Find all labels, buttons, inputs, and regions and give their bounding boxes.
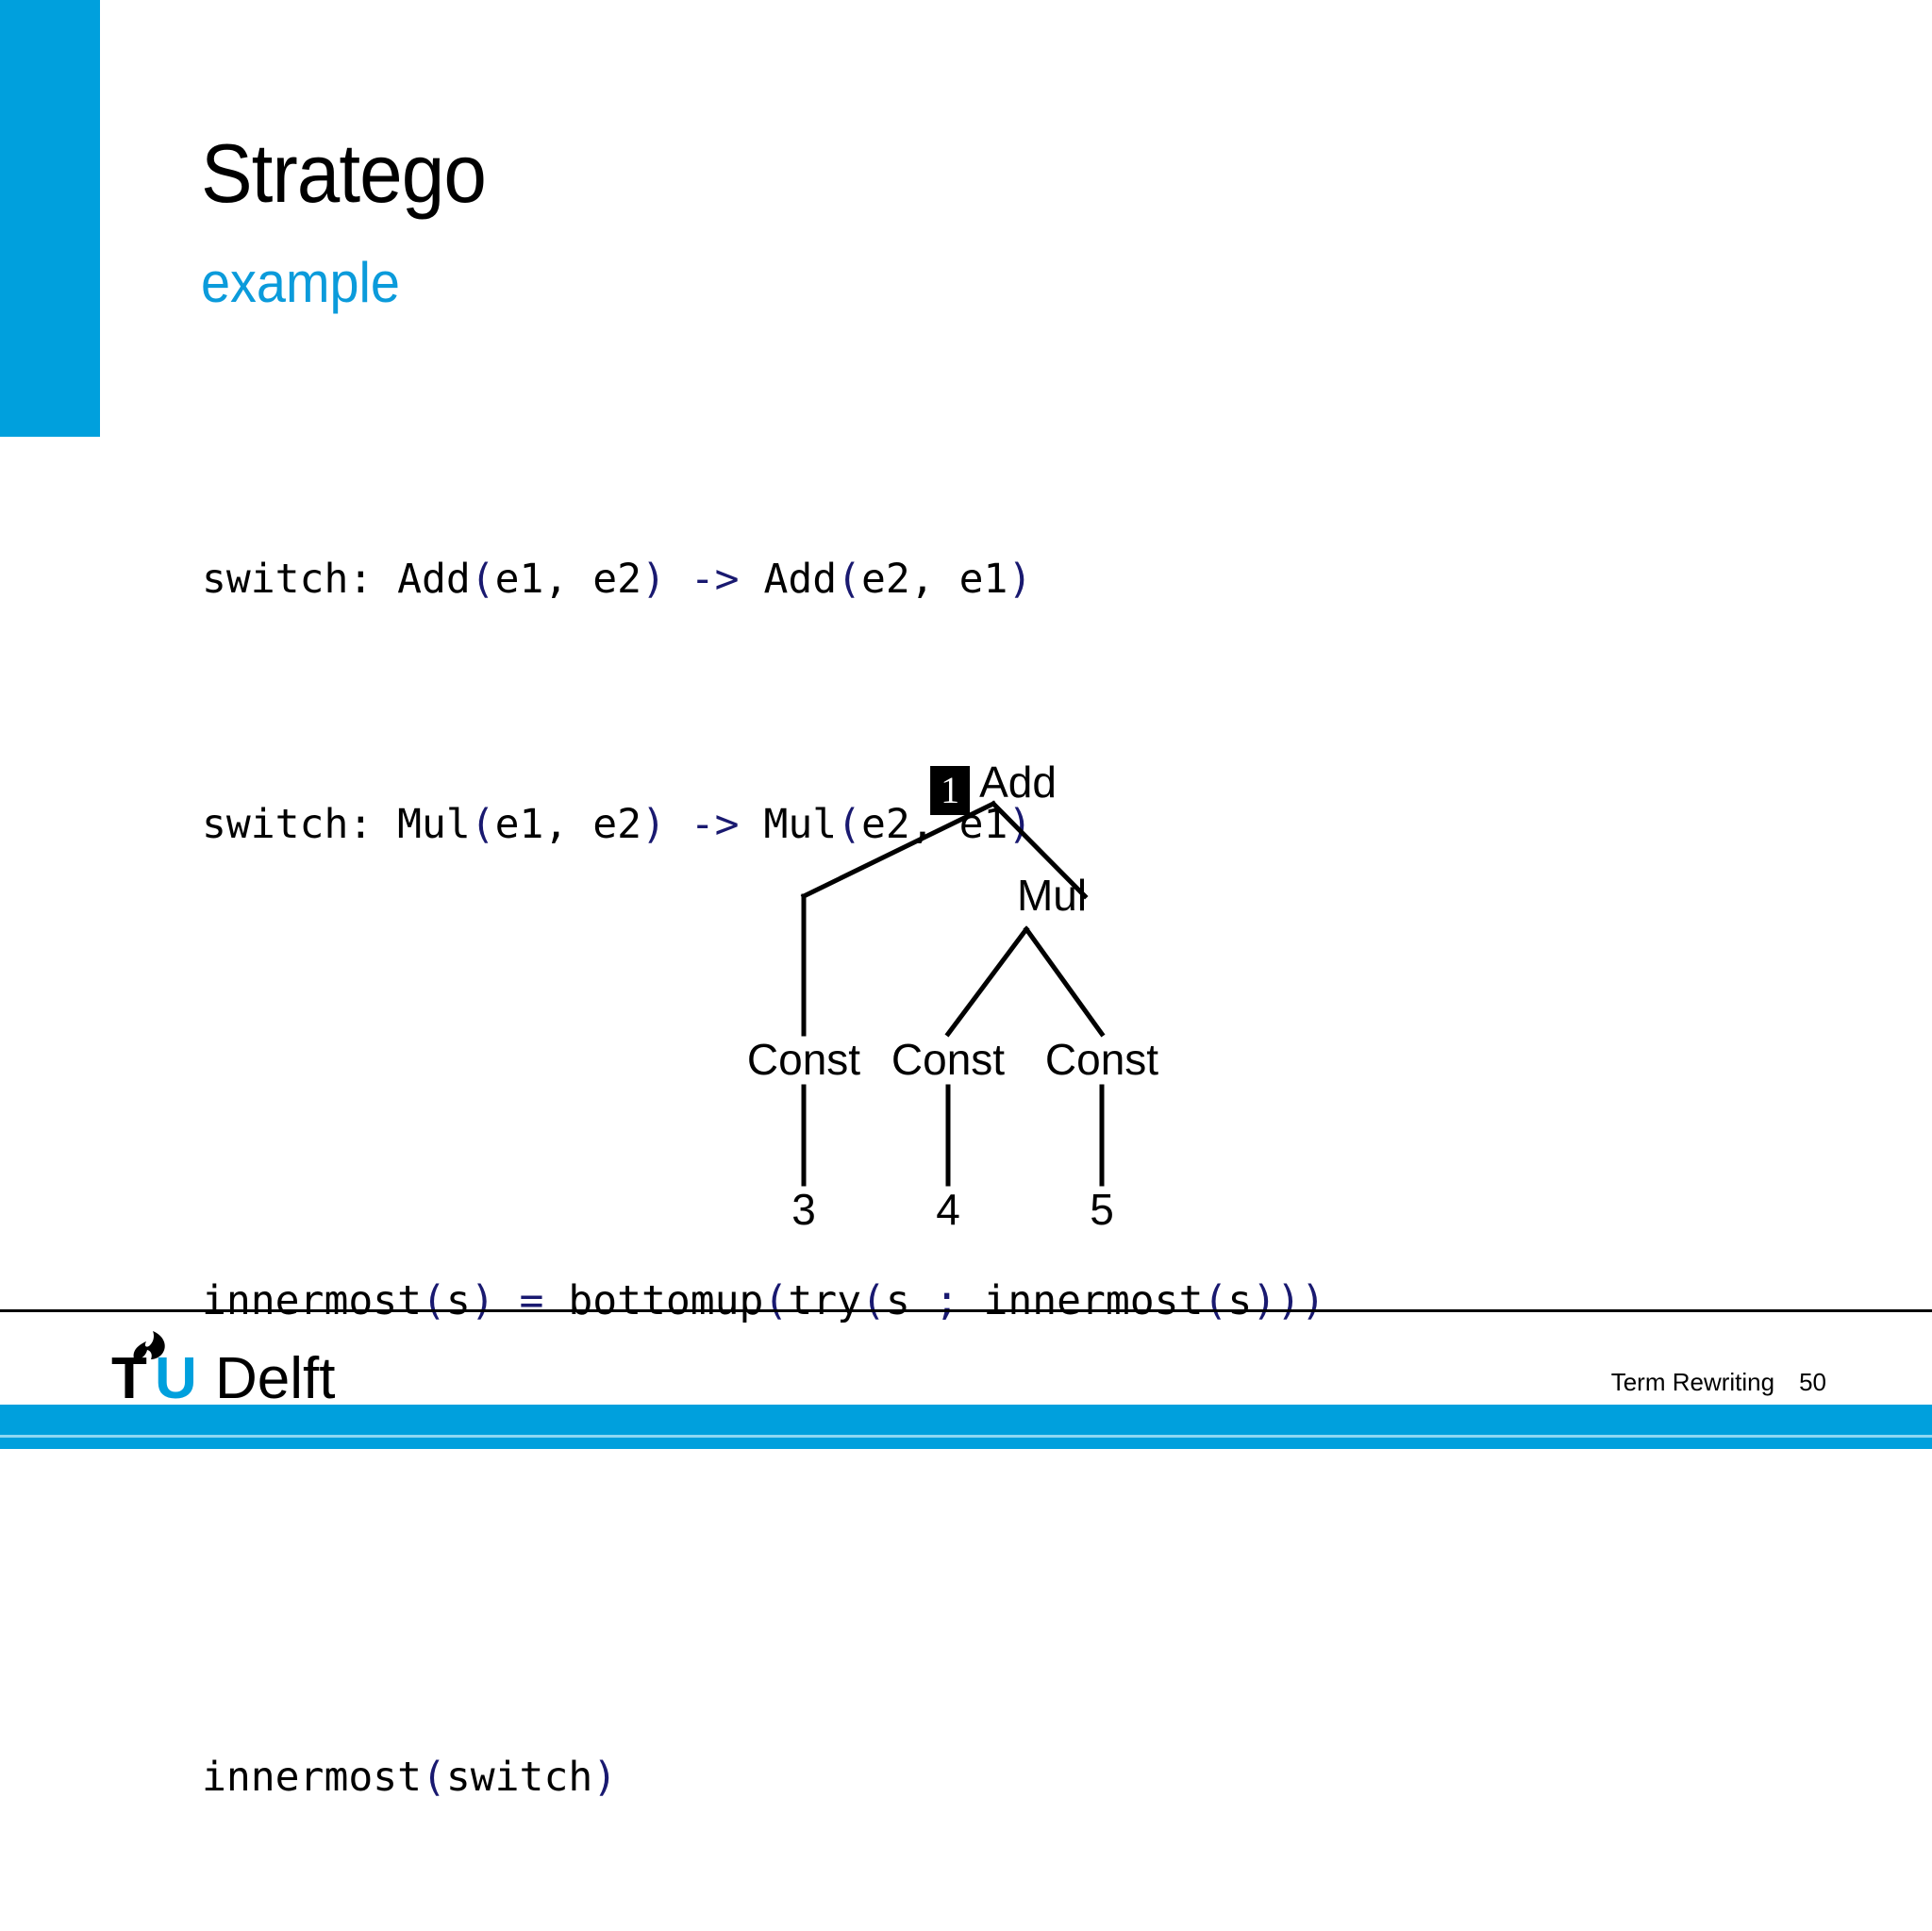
code-line-1-text: switch: Add <box>202 556 471 603</box>
edge-add-to-const1-diagonal <box>800 800 997 900</box>
page-subtitle: example <box>201 251 400 314</box>
tree-node-add-label: Add <box>979 757 1057 807</box>
footer-topic: Term Rewriting <box>1610 1368 1775 1396</box>
code-line-1-rparen-open: ( <box>837 556 862 603</box>
code-line-3-s: s <box>885 1277 935 1324</box>
code-line-3-p1: ( <box>422 1277 446 1324</box>
tree-node-mul[interactable]: Mul <box>1017 870 1087 921</box>
code-line-4-p2: ) <box>592 1754 618 1801</box>
code-line-2-text: switch: Mul <box>202 801 471 848</box>
code-line-4: innermost(switch) <box>202 1747 1325 1808</box>
code-line-3: innermost(s) = bottomup(try(s ; innermos… <box>202 1271 1325 1332</box>
tree-edges <box>800 800 1106 1187</box>
code-line-2-arrow: -> <box>665 801 764 848</box>
code-line-3-arg: s <box>445 1277 471 1324</box>
code-line-3-p2: ) <box>470 1277 495 1324</box>
bottom-accent-bar-bottom <box>0 1438 1932 1449</box>
footer-status: Term Rewriting 50 <box>1611 1368 1826 1397</box>
code-line-3-inner: innermost <box>958 1277 1204 1324</box>
edge-mul-to-const3 <box>1023 925 1106 1038</box>
code-line-1-rargs: e2, e1 <box>861 556 1008 603</box>
code-line-2: switch: Mul(e1, e2) -> Mul(e2, e1) <box>202 794 1325 856</box>
code-line-1-rhs: Add <box>763 556 838 603</box>
bottom-accent-bar-separator <box>0 1435 1932 1438</box>
accent-bar-decoration <box>0 0 100 437</box>
tree-node-const-1[interactable]: Const <box>747 1034 860 1085</box>
footer-divider <box>0 1309 1932 1312</box>
code-blank-line-2 <box>202 1516 1325 1563</box>
tree-node-const-1-label: Const <box>746 1035 861 1084</box>
code-line-2-paren-close: ) <box>641 801 666 848</box>
edge-mul-to-const2 <box>944 925 1030 1038</box>
code-line-2-rhs: Mul <box>763 801 838 848</box>
tree-leaf-value-1: 3 <box>791 1185 816 1234</box>
code-line-1-rparen-close: ) <box>1008 556 1033 603</box>
slide-canvas: Stratego example switch: Add(e1, e2) -> … <box>0 0 1932 1801</box>
code-line-3-equals: = <box>494 1277 569 1324</box>
code-line-2-paren-open: ( <box>470 801 495 848</box>
code-line-3-p4: ( <box>763 1277 789 1324</box>
code-line-3-s2: s <box>1227 1277 1253 1324</box>
tree-leaf-value-2: 4 <box>936 1185 960 1234</box>
code-line-3-semicolon: ; <box>934 1277 959 1324</box>
code-line-4-p1: ( <box>422 1754 446 1801</box>
logo-word-delft: Delft <box>215 1346 336 1411</box>
code-line-1-arrow: -> <box>665 556 764 603</box>
logo-mark: T U Delft <box>111 1331 335 1411</box>
code-line-1-args: e1, e2 <box>494 556 642 603</box>
code-line-2-rparen-open: ( <box>837 801 862 848</box>
code-line-3-p8: ))) <box>1252 1277 1325 1324</box>
code-line-3-p7: ( <box>1203 1277 1228 1324</box>
logo-letter-t: T <box>111 1346 147 1411</box>
tree-node-const-2-label: Const <box>891 1035 1006 1084</box>
code-line-1-paren-open: ( <box>470 556 495 603</box>
footer-page-number: 50 <box>1799 1368 1826 1396</box>
code-line-3-try: try <box>788 1277 862 1324</box>
code-line-1-paren-close: ) <box>641 556 666 603</box>
tudelft-logo: T U Delft <box>111 1331 335 1411</box>
code-line-3-p5: ( <box>861 1277 886 1324</box>
code-line-4-fn: innermost <box>202 1754 422 1801</box>
edge-add-to-mul <box>990 800 1089 900</box>
code-line-1: switch: Add(e1, e2) -> Add(e2, e1) <box>202 549 1325 610</box>
step-badge: 1 <box>930 766 971 815</box>
logo-letter-u: U <box>155 1346 197 1411</box>
tree-node-mul-label: Mul <box>1016 871 1088 920</box>
code-line-4-arg: switch <box>445 1754 593 1801</box>
tree-node-const-3[interactable]: Const <box>1045 1034 1158 1085</box>
code-line-3-bottomup: bottomup <box>568 1277 764 1324</box>
tree-node-const-3-label: Const <box>1044 1035 1159 1084</box>
page-title: Stratego <box>201 126 487 220</box>
tree-node-const-2[interactable]: Const <box>891 1034 1005 1085</box>
tree-leaf-value-3: 5 <box>1090 1185 1114 1234</box>
code-line-2-args: e1, e2 <box>494 801 642 848</box>
flame-icon <box>133 1331 165 1359</box>
code-line-3-fn: innermost <box>202 1277 422 1324</box>
bottom-accent-bar-top <box>0 1405 1932 1435</box>
